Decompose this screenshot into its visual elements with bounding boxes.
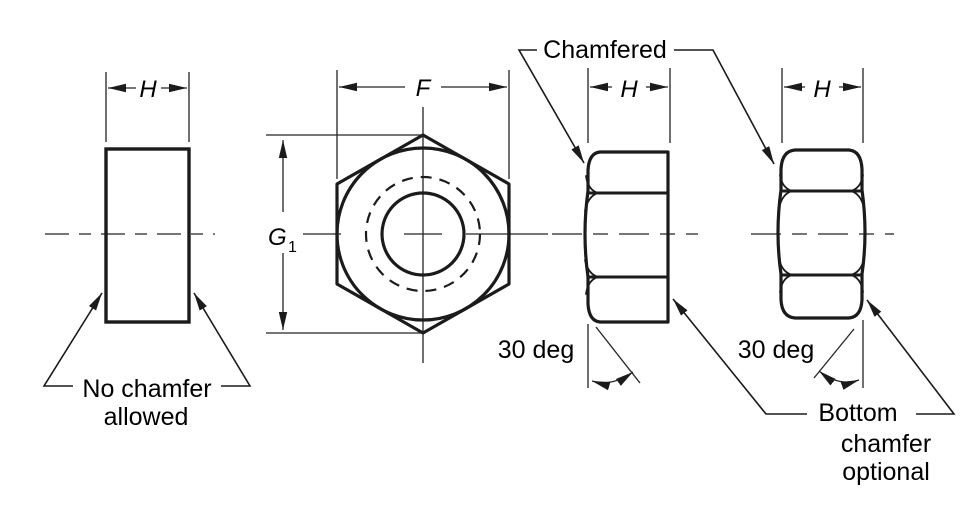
nut-body-double-chamfered	[776, 148, 867, 320]
bottom-chamfer-label-line1: Bottom	[818, 399, 897, 427]
chamfer-arc-detail	[584, 259, 599, 278]
no-chamfer-leader-right	[193, 292, 252, 387]
angle-label-right: 30 deg	[738, 336, 814, 364]
chamfered-callout: Chamfered	[517, 36, 775, 165]
chamfer-arc-detail	[779, 274, 793, 293]
dimension-label-g-subscript: 1	[288, 239, 297, 256]
bottom-chamfer-leader-left	[672, 298, 807, 415]
chamfer-arc-detail	[584, 192, 599, 212]
no-chamfer-leader-left	[42, 292, 103, 387]
angle-reference-line	[813, 328, 855, 379]
front-view-hex: F G 1	[266, 70, 548, 363]
bottom-chamfer-callout: Bottom chamfer optional	[672, 298, 956, 486]
chamfer-arc-detail	[850, 258, 865, 276]
chamfer-arc-detail	[778, 258, 793, 276]
chamfer-arc-detail	[585, 276, 599, 295]
chamfer-arc-detail	[778, 190, 793, 209]
side-view-no-chamfer: H No chamfer allowed	[42, 72, 252, 431]
chamfer-arc-detail	[850, 174, 864, 192]
bottom-chamfer-label-line2: chamfer	[841, 430, 931, 458]
dimension-label-f: F	[416, 75, 432, 102]
chamfered-label: Chamfered	[543, 36, 667, 64]
angle-reference-line	[595, 326, 641, 384]
chamfer-arc-detail	[850, 274, 864, 293]
chamfered-leader-left	[517, 49, 585, 164]
side-view-double-chamfered: H 30 deg	[738, 68, 894, 390]
chamfer-arc-detail	[850, 190, 865, 209]
angle-arc-arrow	[818, 370, 860, 390]
no-chamfer-label-line2: allowed	[104, 403, 189, 431]
dimension-label-g: G	[268, 224, 287, 251]
chamfer-arc-detail	[779, 174, 793, 192]
angle-arc-arrow	[591, 371, 634, 391]
bore-hole-circle	[380, 191, 466, 277]
dimension-label-h1: H	[139, 76, 157, 103]
dimension-label-h2: H	[620, 76, 638, 103]
chamfer-circle	[335, 146, 511, 322]
bottom-chamfer-label-line3: optional	[842, 458, 930, 486]
thread-circle-dashed	[364, 175, 482, 293]
dimension-label-h3: H	[813, 76, 831, 103]
nut-body-plain	[104, 147, 191, 324]
angle-label-left: 30 deg	[498, 336, 574, 364]
chamfered-leader-right	[674, 49, 775, 165]
bottom-chamfer-leader-right	[866, 299, 956, 415]
no-chamfer-label-line1: No chamfer	[82, 375, 211, 403]
chamfer-arc-detail	[585, 175, 599, 194]
side-view-chamfered: H 30 deg	[498, 68, 698, 391]
nut-body-chamfered	[583, 150, 670, 324]
